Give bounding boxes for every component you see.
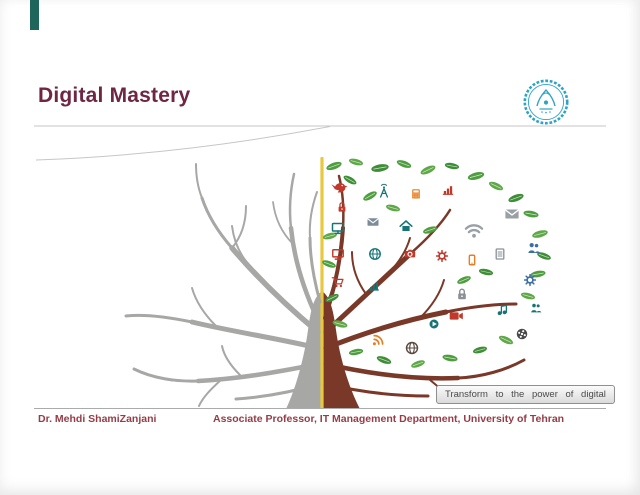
leaf (386, 204, 400, 212)
green-leaves (322, 158, 551, 368)
video-camera-icon (449, 312, 463, 320)
half-bare-half-digital-tree-graphic (124, 157, 551, 409)
transform-badge-label: Transform to the power of digital (445, 389, 606, 400)
leaf (420, 165, 436, 175)
transform-badge: Transform to the power of digital (436, 385, 615, 404)
people-icon (528, 243, 541, 254)
logo-emblem (536, 88, 556, 114)
bare-trunk-half (286, 291, 322, 409)
digital-icons (331, 183, 542, 355)
leaf (322, 260, 336, 268)
bar-chart-icon (368, 282, 380, 291)
wifi-icon (464, 224, 484, 238)
camera-icon (404, 249, 416, 258)
leaf (396, 160, 412, 168)
leaf (532, 230, 548, 238)
monitor-icon (331, 222, 345, 235)
mail-icon (504, 209, 520, 219)
gear-icon (435, 249, 449, 263)
leaf (521, 292, 535, 300)
university-of-tehran-logo (523, 79, 569, 125)
leaf (508, 193, 524, 203)
leaf (376, 356, 392, 364)
leaf (411, 360, 425, 368)
lock-icon (458, 288, 466, 300)
monitor-icon (332, 249, 344, 260)
accent-bar (30, 0, 39, 30)
rss-icon (372, 334, 384, 346)
leaf (523, 210, 539, 218)
tree-divider-line (320, 157, 324, 409)
header-divider (34, 125, 606, 161)
footer-affiliation: Associate Professor, IT Management Depar… (213, 413, 565, 425)
leaf (478, 268, 494, 276)
play-icon (429, 319, 439, 329)
bar-chart-icon (442, 186, 454, 195)
globe-icon (369, 248, 381, 260)
digital-trunk-half (322, 291, 360, 409)
leaf (444, 162, 460, 170)
bare-branches (124, 163, 322, 407)
leaf (325, 293, 339, 303)
leaf (326, 161, 342, 171)
leaf (343, 175, 357, 185)
page-title: Digital Mastery (38, 84, 191, 107)
radio-tower-icon (379, 183, 389, 198)
leaf (371, 164, 389, 172)
leaf (442, 354, 458, 362)
home-icon (399, 220, 413, 231)
people-icon (531, 303, 542, 313)
leaf (348, 348, 364, 356)
digital-branches (323, 174, 526, 403)
leaf (349, 158, 363, 166)
music-note-icon (497, 304, 508, 316)
leaf (473, 346, 487, 354)
document-icon (495, 248, 505, 260)
lock-icon (338, 202, 346, 212)
leaf (363, 191, 377, 201)
leaf (323, 232, 337, 240)
gear-icon (523, 273, 537, 287)
calculator-icon (412, 189, 420, 199)
film-reel-icon (516, 328, 528, 340)
leaf (423, 226, 437, 234)
mail-icon (366, 218, 380, 226)
bird-icon (331, 183, 348, 193)
leaf (498, 335, 514, 345)
footer-author: Dr. Mehdi ShamiZanjani (38, 413, 157, 425)
leaf (488, 181, 504, 191)
globe-icon (405, 341, 419, 355)
header-swoosh-curve (35, 126, 331, 161)
leaf (332, 320, 348, 328)
smartphone-icon (468, 254, 476, 266)
leaf (537, 252, 551, 260)
shopping-cart-icon (331, 277, 344, 288)
leaf (467, 172, 485, 180)
footer-divider (34, 408, 606, 409)
leaf (457, 276, 471, 284)
